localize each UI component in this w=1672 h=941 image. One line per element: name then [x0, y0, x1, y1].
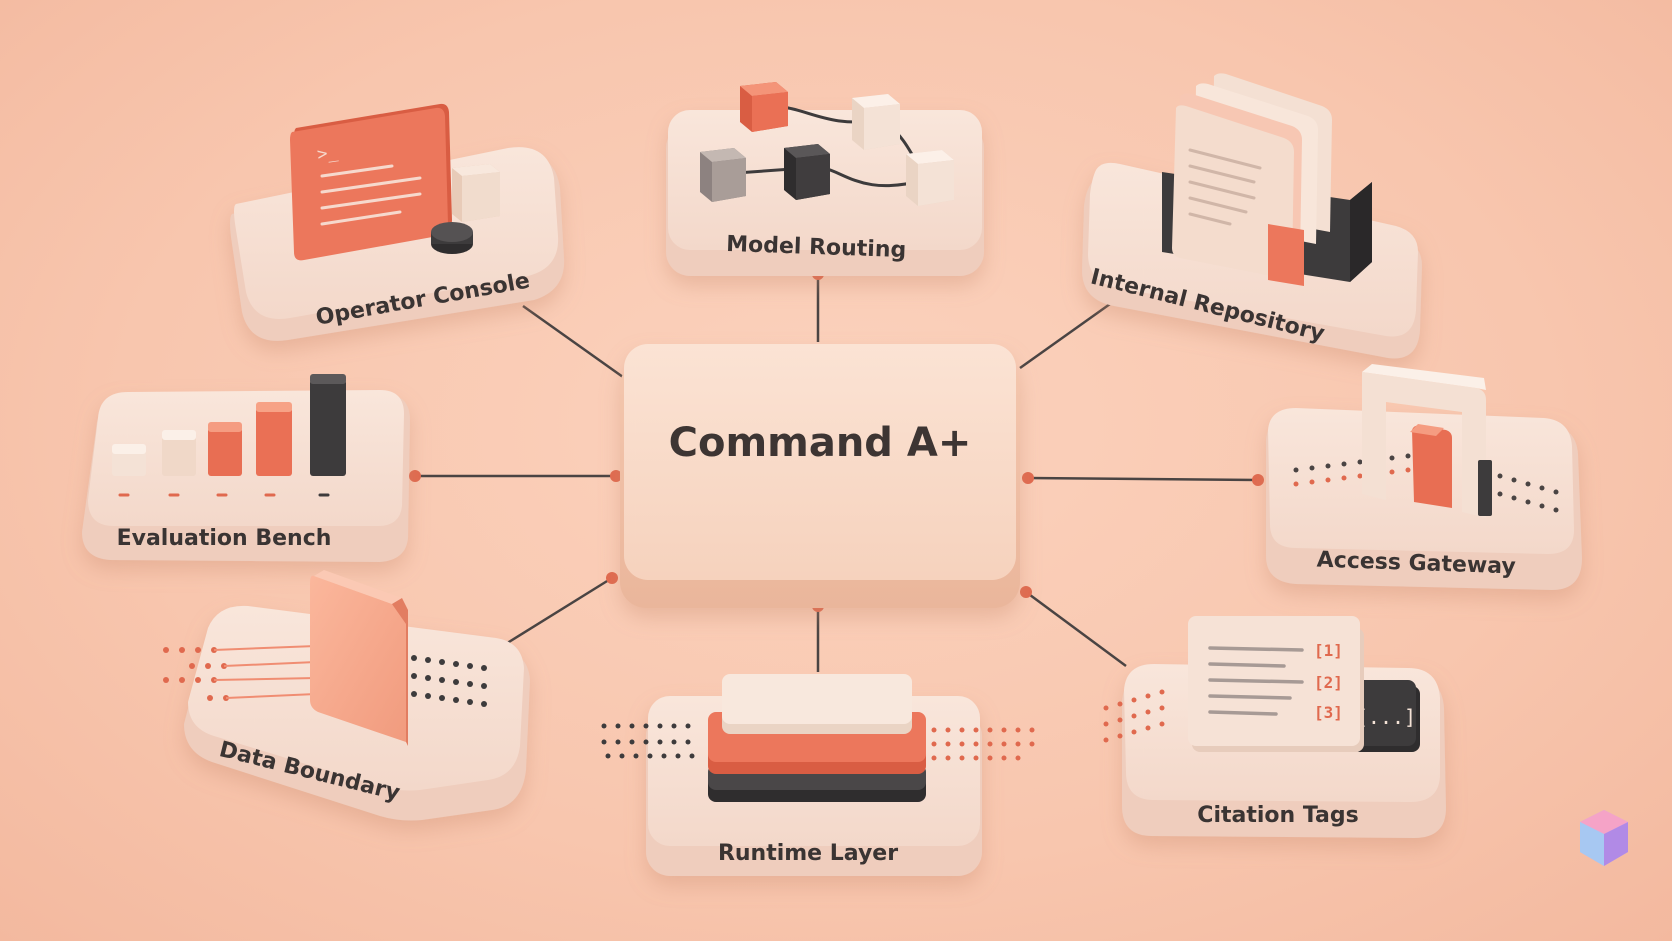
node-runtime-layer[interactable]: Runtime Layer [601, 674, 1035, 876]
connectors [415, 274, 1259, 672]
layers-icon [601, 674, 1035, 802]
hub [620, 344, 1020, 608]
connector-internal-repository [1019, 302, 1111, 370]
citation-card-icon: [...] [1] [2] [3] [1103, 616, 1420, 752]
node-operator-console[interactable]: >_ Operator Console [230, 103, 565, 341]
hub-top [624, 344, 1016, 580]
hub-title: Command A+ [669, 420, 972, 466]
node-data-boundary[interactable]: Data Boundary [163, 570, 530, 821]
disc-icon [431, 222, 473, 254]
connector-dot [610, 470, 622, 482]
connector-access-gateway [1027, 476, 1259, 482]
node-model-routing[interactable]: Model Routing [666, 82, 984, 276]
node-internal-repository[interactable]: Internal Repository [1082, 73, 1422, 359]
node-citation-tags[interactable]: [...] [1] [2] [3] Citation Tags [1103, 616, 1447, 838]
node-label: Citation Tags [1197, 803, 1358, 828]
connector-dot [1022, 472, 1034, 484]
node-access-gateway[interactable]: Access Gateway [1266, 364, 1582, 590]
connector-dot [1020, 586, 1032, 598]
connector-dot [1252, 474, 1264, 486]
connector-citation-tags [1025, 590, 1127, 668]
terminal-prompt: >_ [316, 142, 340, 165]
node-label: Evaluation Bench [117, 526, 332, 551]
gateway-icon [1293, 364, 1559, 518]
boundary-icon [163, 570, 487, 746]
connector-data-boundary [495, 576, 613, 652]
citation-ref-2: [2] [1314, 673, 1343, 692]
cube-icon [452, 164, 500, 222]
connector-dot [606, 572, 618, 584]
logo-cube-icon [1580, 810, 1628, 866]
connector-dot [409, 470, 421, 482]
citation-ref-1: [1] [1314, 641, 1343, 660]
citation-ref-3: [3] [1314, 703, 1343, 722]
node-evaluation-bench[interactable]: Evaluation Bench [82, 374, 410, 562]
bar-chart-icon [112, 374, 346, 497]
connector-dots [409, 268, 1264, 612]
citation-ellipsis: [...] [1356, 705, 1416, 729]
terminal-icon: >_ [290, 103, 452, 261]
routing-graph-icon [700, 82, 954, 206]
connector-operator-console [522, 304, 631, 384]
file-folder-icon [1162, 73, 1372, 286]
node-label: Runtime Layer [718, 841, 898, 866]
